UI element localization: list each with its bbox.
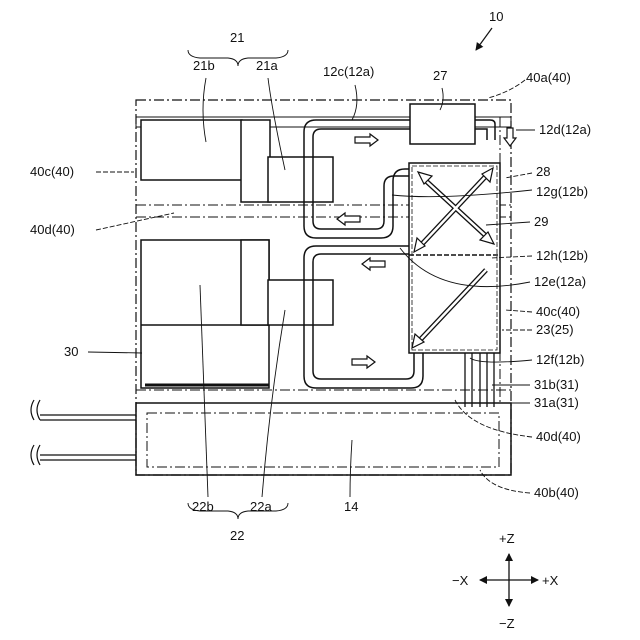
label-40c-right: 40c(40): [536, 304, 580, 319]
axis-plus-x: +X: [542, 573, 559, 588]
label-23: 23(25): [536, 322, 574, 337]
label-31a: 31a(31): [534, 395, 579, 410]
label-40d-left: 40d(40): [30, 222, 75, 237]
label-29: 29: [534, 214, 548, 229]
label-12e: 12e(12a): [534, 274, 586, 289]
label-21: 21: [230, 30, 244, 45]
component-27: [410, 104, 475, 144]
cables: [31, 400, 136, 465]
label-40c-left: 40c(40): [30, 164, 74, 179]
label-12h: 12h(12b): [536, 248, 588, 263]
label-22: 22: [230, 528, 244, 543]
reference-labels: 10 21 21b 21a 12c(12a) 27 40a(40) 12d(12…: [30, 9, 591, 543]
label-28: 28: [536, 164, 550, 179]
label-22a: 22a: [250, 499, 272, 514]
heat-exchanger-23: [409, 163, 500, 353]
axis-minus-x: −X: [452, 573, 469, 588]
label-31b: 31b(31): [534, 377, 579, 392]
axis-indicator: [480, 554, 538, 606]
label-27: 27: [433, 68, 447, 83]
label-40b: 40b(40): [534, 485, 579, 500]
label-14: 14: [344, 499, 358, 514]
label-12g: 12g(12b): [536, 184, 588, 199]
fig-ref-arrow: [476, 28, 492, 50]
label-21b: 21b: [193, 58, 215, 73]
label-30: 30: [64, 344, 78, 359]
axis-minus-z: −Z: [499, 616, 515, 631]
label-12c: 12c(12a): [323, 64, 374, 79]
axis-labels: +Z −Z −X +X: [452, 531, 559, 631]
label-22b: 22b: [192, 499, 214, 514]
label-40a: 40a(40): [526, 70, 571, 85]
label-fig-ref: 10: [489, 9, 503, 24]
label-21a: 21a: [256, 58, 278, 73]
axis-plus-z: +Z: [499, 531, 515, 546]
label-12f: 12f(12b): [536, 352, 584, 367]
label-12d: 12d(12a): [539, 122, 591, 137]
label-40d-right: 40d(40): [536, 429, 581, 444]
